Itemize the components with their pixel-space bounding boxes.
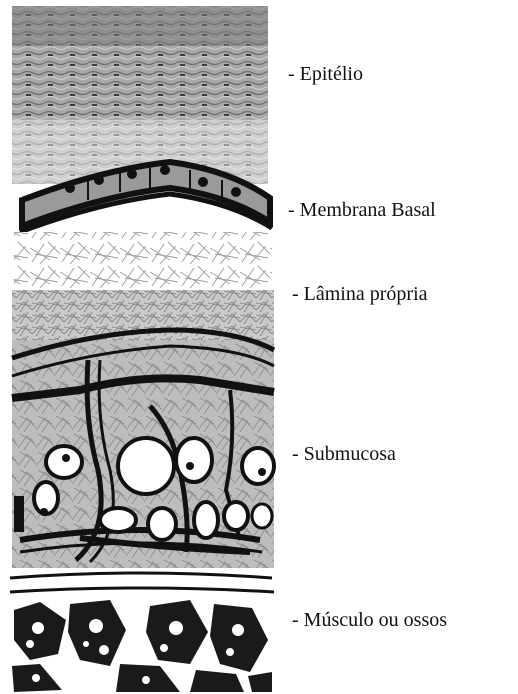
submucosa-layer <box>12 330 274 568</box>
label-epitelio: - Epitélio <box>288 64 363 84</box>
epithelium-layer <box>12 6 268 184</box>
separator-lines <box>10 573 274 592</box>
lamina-propria-layer <box>12 232 274 340</box>
label-lamina-propria: - Lâmina própria <box>292 284 428 304</box>
label-musculo-ossos: - Músculo ou ossos <box>292 610 447 630</box>
label-membrana-basal: - Membrana Basal <box>288 200 436 220</box>
muscle-bone-layer <box>12 600 272 692</box>
label-submucosa: - Submucosa <box>292 444 396 464</box>
